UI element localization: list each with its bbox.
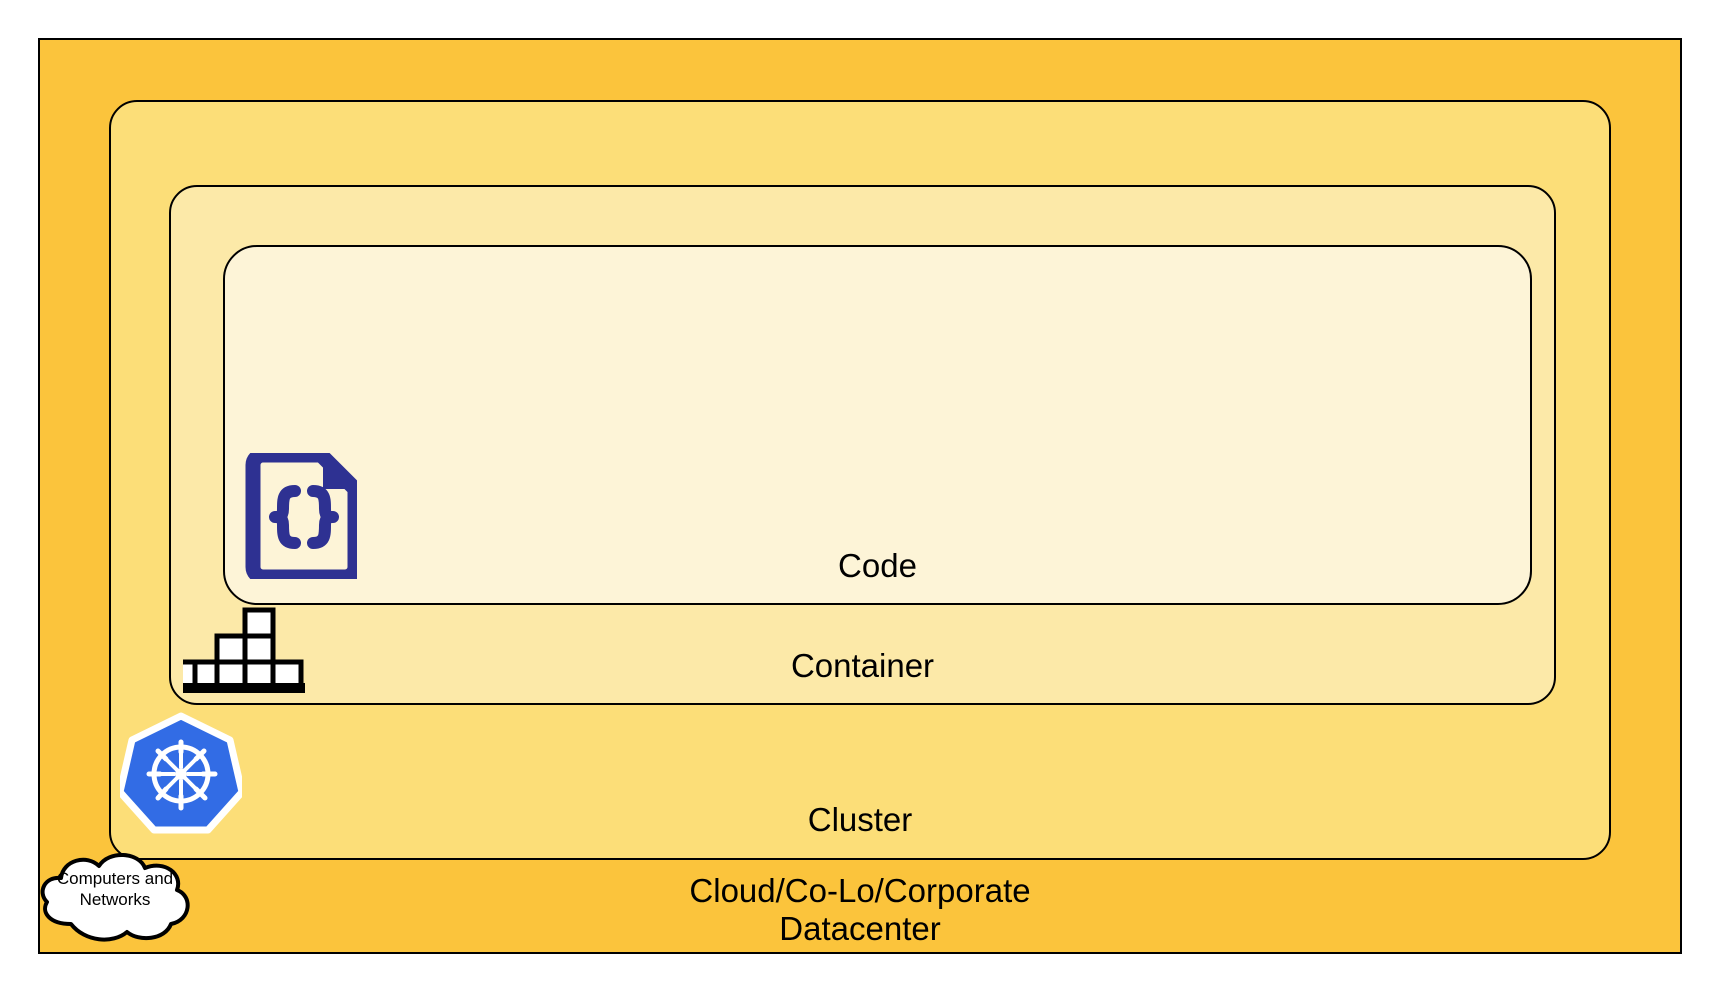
layer-code[interactable] [223,245,1532,605]
kubernetes-icon [116,712,246,834]
cloud-icon[interactable] [35,850,195,942]
container-boxes-icon [164,607,315,693]
code-file-icon [243,447,363,585]
